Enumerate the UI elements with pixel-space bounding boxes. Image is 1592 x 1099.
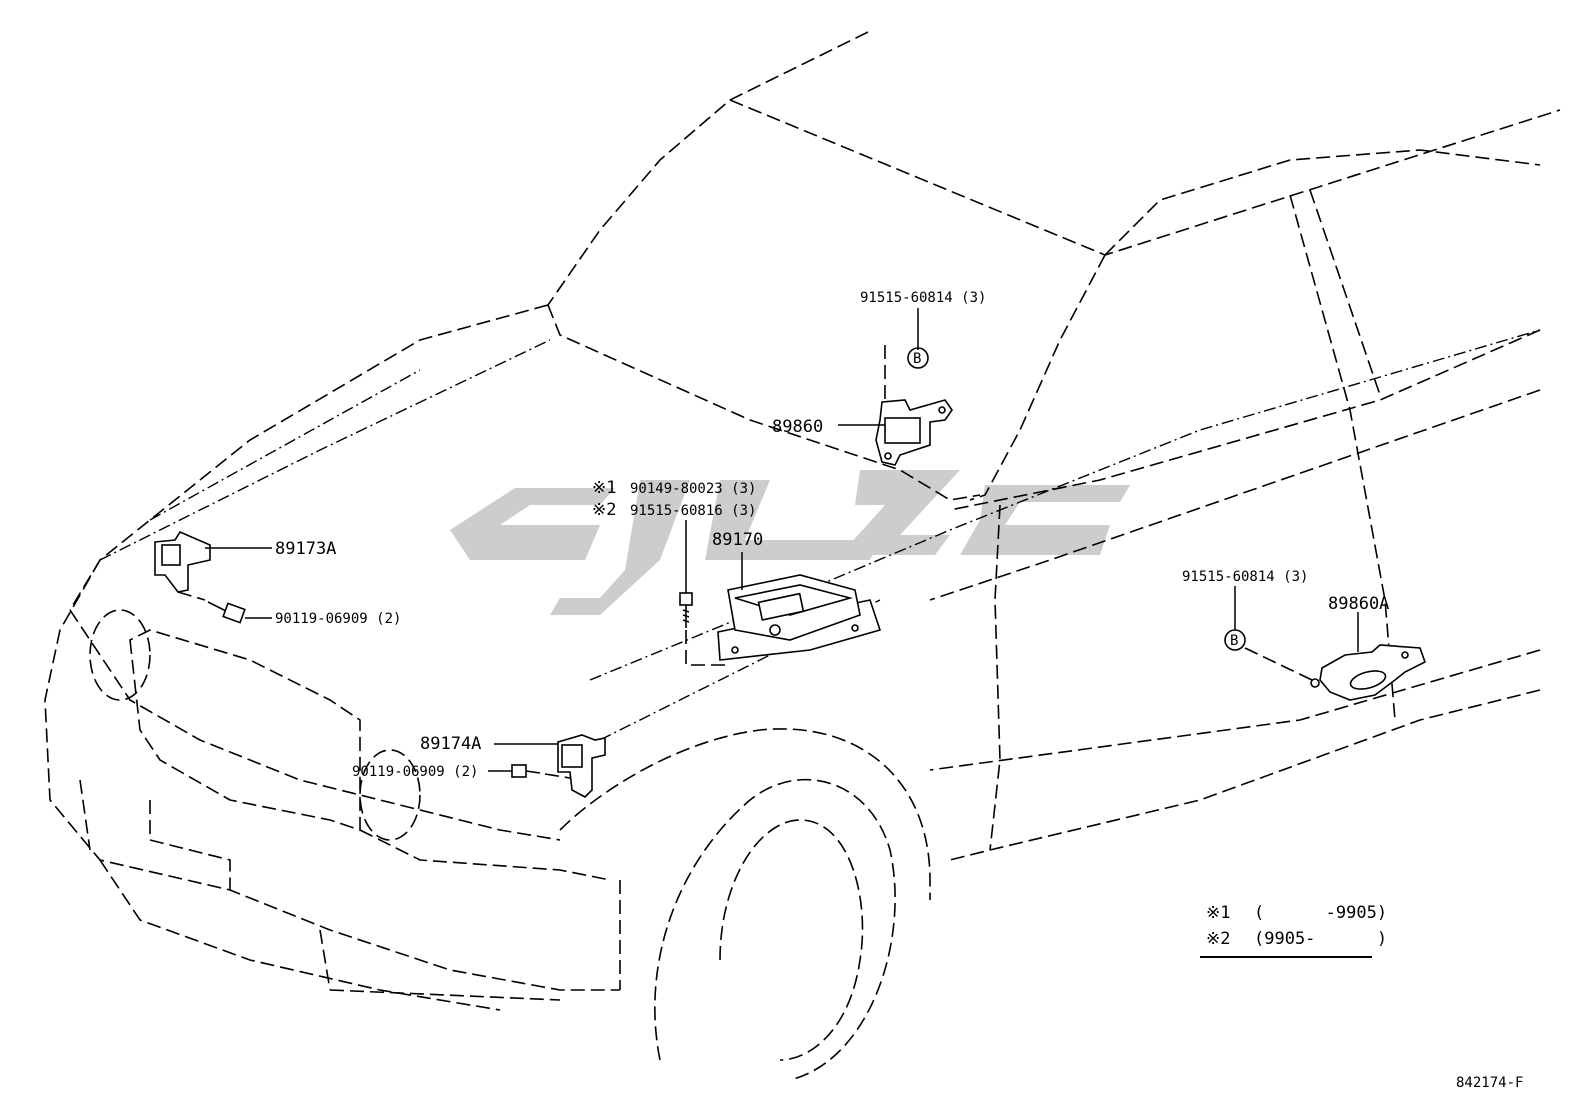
sensor-89860-icon[interactable]: [875, 399, 953, 466]
label-89860A[interactable]: 89860A: [1328, 594, 1389, 614]
label-89860[interactable]: 89860: [772, 417, 823, 437]
bolt-89170-icon: [679, 592, 693, 628]
label-89174A-bolt: 90119-06909 (2): [352, 764, 478, 780]
label-89173A[interactable]: 89173A: [275, 539, 336, 559]
sensor-89860A-icon[interactable]: [1310, 644, 1426, 701]
figure-code: 842174-F: [1456, 1075, 1523, 1091]
legend-row2-text: (9905- ): [1254, 929, 1387, 949]
label-89860A-bolt: 91515-60814 (3): [1182, 569, 1308, 585]
mark-2: ※2: [592, 500, 616, 520]
label-89170-bolt2: 91515-60816 (3): [630, 503, 756, 519]
car-body-outline: [44, 31, 1561, 1081]
airbag-module-89170-icon[interactable]: [717, 574, 882, 661]
label-89860-bolt: 91515-60814 (3): [860, 290, 986, 306]
ref-b-circle-2: [1224, 629, 1246, 651]
label-89170[interactable]: 89170: [712, 530, 763, 550]
label-89173A-bolt: 90119-06909 (2): [275, 611, 401, 627]
legend-row1-text: ( -9905): [1254, 903, 1387, 923]
bolt-90119-icon: [207, 601, 246, 624]
bolt-90119-b-icon: [511, 764, 541, 778]
sensor-89174A-icon[interactable]: [557, 734, 606, 798]
watermark-logo: [450, 470, 1130, 615]
label-89170-bolt1: 90149-80023 (3): [630, 481, 756, 497]
sensor-89173A-icon[interactable]: [154, 530, 211, 593]
label-89174A[interactable]: 89174A: [420, 734, 481, 754]
legend-row2-mark: ※2: [1206, 929, 1230, 949]
ref-b-label-2: B: [1230, 633, 1238, 649]
ref-b-circle-1: [907, 347, 929, 369]
mark-1: ※1: [592, 478, 616, 498]
legend: ※1 ( -9905) ※2 (9905- ): [1206, 903, 1387, 949]
legend-row1-mark: ※1: [1206, 903, 1230, 923]
ref-b-label-1: B: [913, 351, 921, 367]
